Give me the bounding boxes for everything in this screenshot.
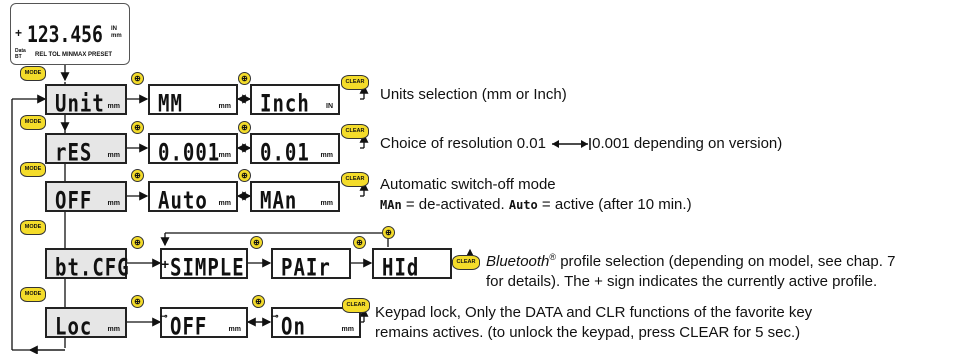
favorite-key-icon[interactable]: ⊕ <box>252 295 265 308</box>
favorite-key-icon[interactable]: ⊕ <box>250 236 263 249</box>
mode-button[interactable]: MODE <box>20 287 46 302</box>
bluetooth-description: Bluetooth® profile selection (depending … <box>486 252 896 290</box>
mode-button[interactable]: MODE <box>20 115 46 130</box>
favorite-key-icon[interactable]: ⊕ <box>382 226 395 239</box>
lcd-simple: +SIMPLE <box>160 248 248 282</box>
clear-button[interactable]: CLEAR <box>342 298 370 313</box>
lcd-bt-cfg: bt.CFG <box>45 248 129 282</box>
keypad-lock-description: Keypad lock, Only the DATA and CLR funct… <box>375 304 813 341</box>
mode-button[interactable]: MODE <box>20 66 46 81</box>
auto-off-description: Automatic switch-off mode MAn = de-activ… <box>380 176 692 213</box>
favorite-key-icon[interactable]: ⊕ <box>131 236 144 249</box>
key-icon: ⊸ <box>271 311 279 321</box>
units-description: Units selection (mm or Inch) <box>380 86 567 103</box>
favorite-key-icon[interactable]: ⊕ <box>131 169 144 182</box>
resolution-description: Choice of resolution 0.01 0.001 dependin… <box>380 135 783 152</box>
favorite-key-icon[interactable]: ⊕ <box>131 295 144 308</box>
clear-button[interactable]: CLEAR <box>341 75 369 90</box>
favorite-key-icon[interactable]: ⊕ <box>131 121 144 134</box>
favorite-key-icon[interactable]: ⊕ <box>353 236 366 249</box>
favorite-key-icon[interactable]: ⊕ <box>238 72 251 85</box>
clear-button[interactable]: CLEAR <box>452 255 480 270</box>
display-reading: 123.456 <box>27 22 103 49</box>
lcd-pair: PAIr <box>271 248 351 282</box>
sign-indicator: + <box>15 26 23 40</box>
favorite-key-icon[interactable]: ⊕ <box>238 169 251 182</box>
mode-button[interactable]: MODE <box>20 220 46 235</box>
mode-button[interactable]: MODE <box>20 162 46 177</box>
bidirectional-arrow-icon <box>552 138 591 151</box>
key-icon: ⊸ <box>160 311 168 321</box>
clear-button[interactable]: CLEAR <box>341 172 369 187</box>
clear-button[interactable]: CLEAR <box>341 124 369 139</box>
favorite-key-icon[interactable]: ⊕ <box>238 121 251 134</box>
mode-indicators: REL TOL MINMAX PRESET <box>35 52 113 58</box>
favorite-key-icon[interactable]: ⊕ <box>131 72 144 85</box>
lcd-hid: HId <box>372 248 452 282</box>
